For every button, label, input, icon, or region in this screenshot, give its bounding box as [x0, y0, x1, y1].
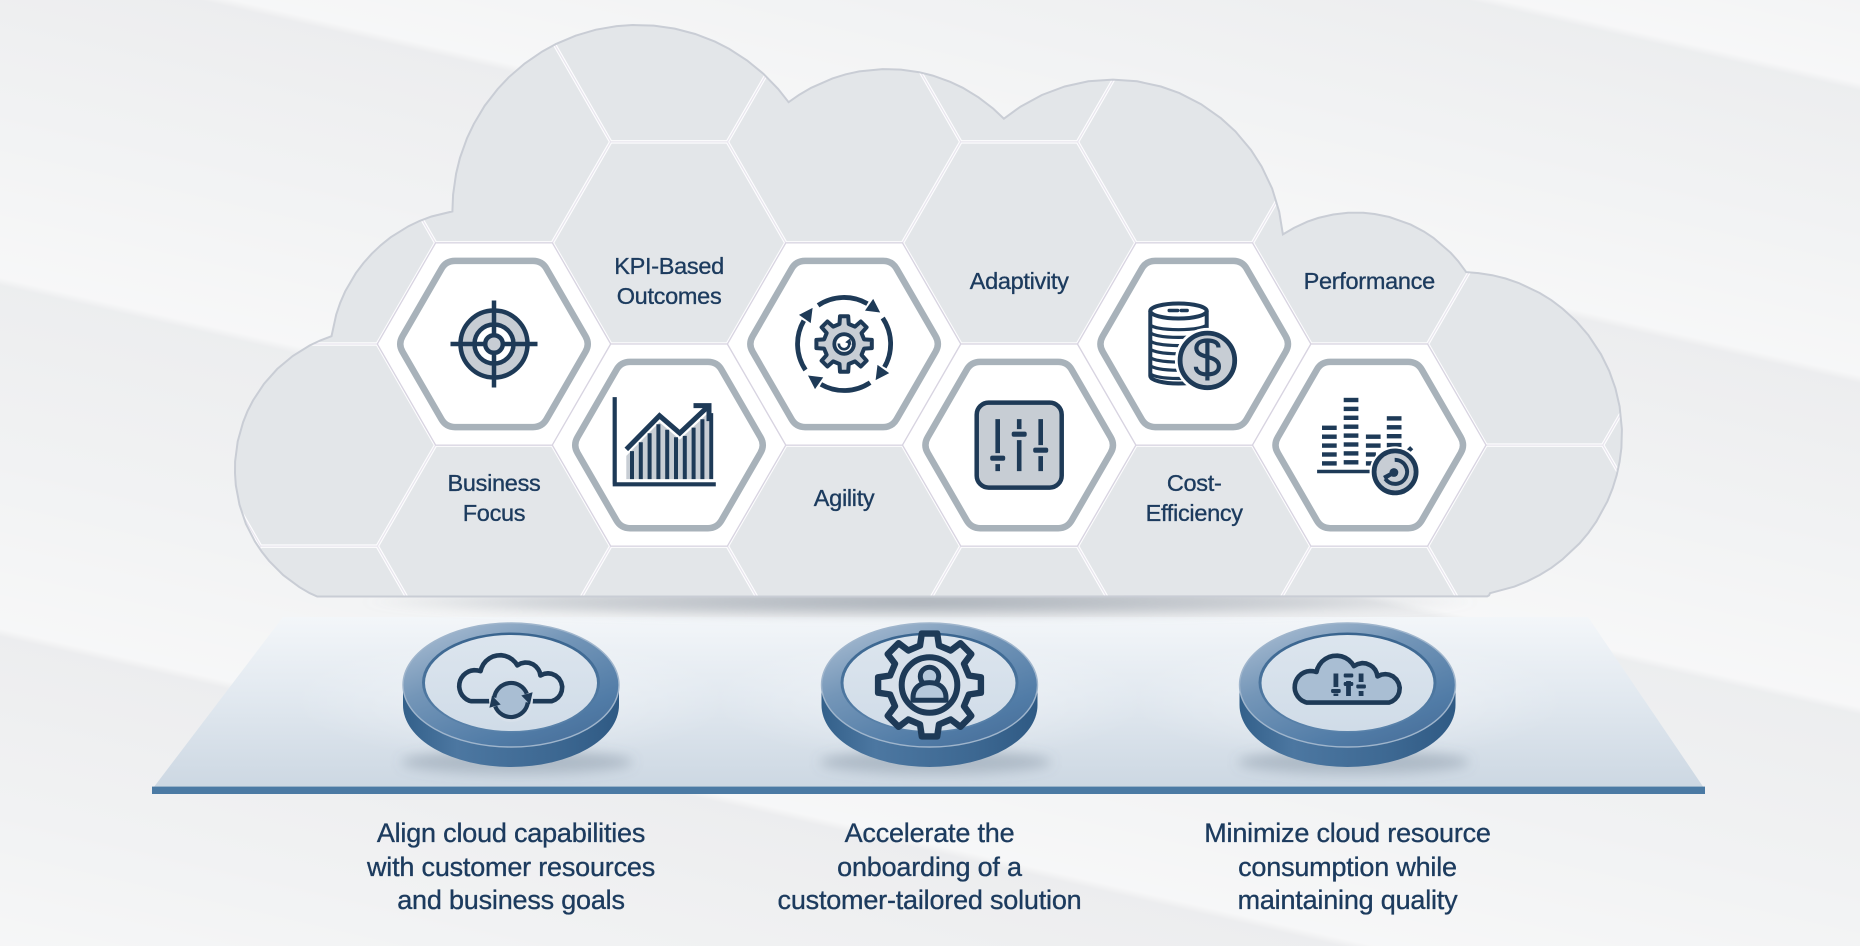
- hex-label-line: Outcomes: [616, 282, 722, 309]
- sync-gear-icon: [795, 295, 893, 393]
- hex-label-line: KPI-Based: [614, 252, 724, 279]
- hex-label-performance: Performance: [1303, 266, 1435, 296]
- disc-gear-user: [819, 622, 1052, 774]
- hex-label-line: Focus: [462, 500, 526, 526]
- feature-text-line: with customer resources: [367, 851, 656, 882]
- disc-cloud-sliders: [1237, 622, 1470, 774]
- cloud-sync-icon: [456, 652, 565, 722]
- feature-text-line: onboarding of a: [837, 851, 1022, 882]
- cloud: [233, 23, 1623, 598]
- target-icon: [450, 300, 538, 388]
- hex-label-adaptivity: Adaptivity: [969, 266, 1070, 296]
- equalizer-gauge-icon: [1317, 397, 1421, 498]
- platform-front-edge: [152, 786, 1705, 794]
- bar-chart-growth-icon: [612, 397, 716, 487]
- feature-text-line: and business goals: [397, 884, 625, 915]
- disc-cloud-sync: [401, 622, 633, 774]
- hex-label-agility: Agility: [814, 483, 875, 513]
- coins-dollar-icon: [1148, 301, 1240, 393]
- hex-label-line: Adaptivity: [969, 267, 1070, 294]
- hex-label-line: Cost-: [1166, 470, 1222, 496]
- hex-label-line: Efficiency: [1145, 500, 1243, 526]
- sliders-icon: [974, 400, 1064, 490]
- hex-label-cost: Cost- Efficiency: [1145, 468, 1243, 528]
- feature-text-line: Minimize cloud resource: [1204, 817, 1491, 848]
- feature-text-line: Accelerate the: [844, 817, 1015, 848]
- cloud-sliders-icon: [1292, 653, 1402, 705]
- feature-text-line: Align cloud capabilities: [376, 817, 646, 848]
- hex-label-line: Performance: [1303, 267, 1435, 294]
- feature-text-line: customer-tailored solution: [777, 884, 1082, 915]
- feature-text-line: maintaining quality: [1237, 884, 1458, 915]
- hex-label-line: Business: [447, 470, 541, 496]
- feature-text-line: consumption while: [1238, 851, 1457, 882]
- hex-label-line: Agility: [813, 485, 875, 511]
- gear-user-icon: [874, 630, 985, 740]
